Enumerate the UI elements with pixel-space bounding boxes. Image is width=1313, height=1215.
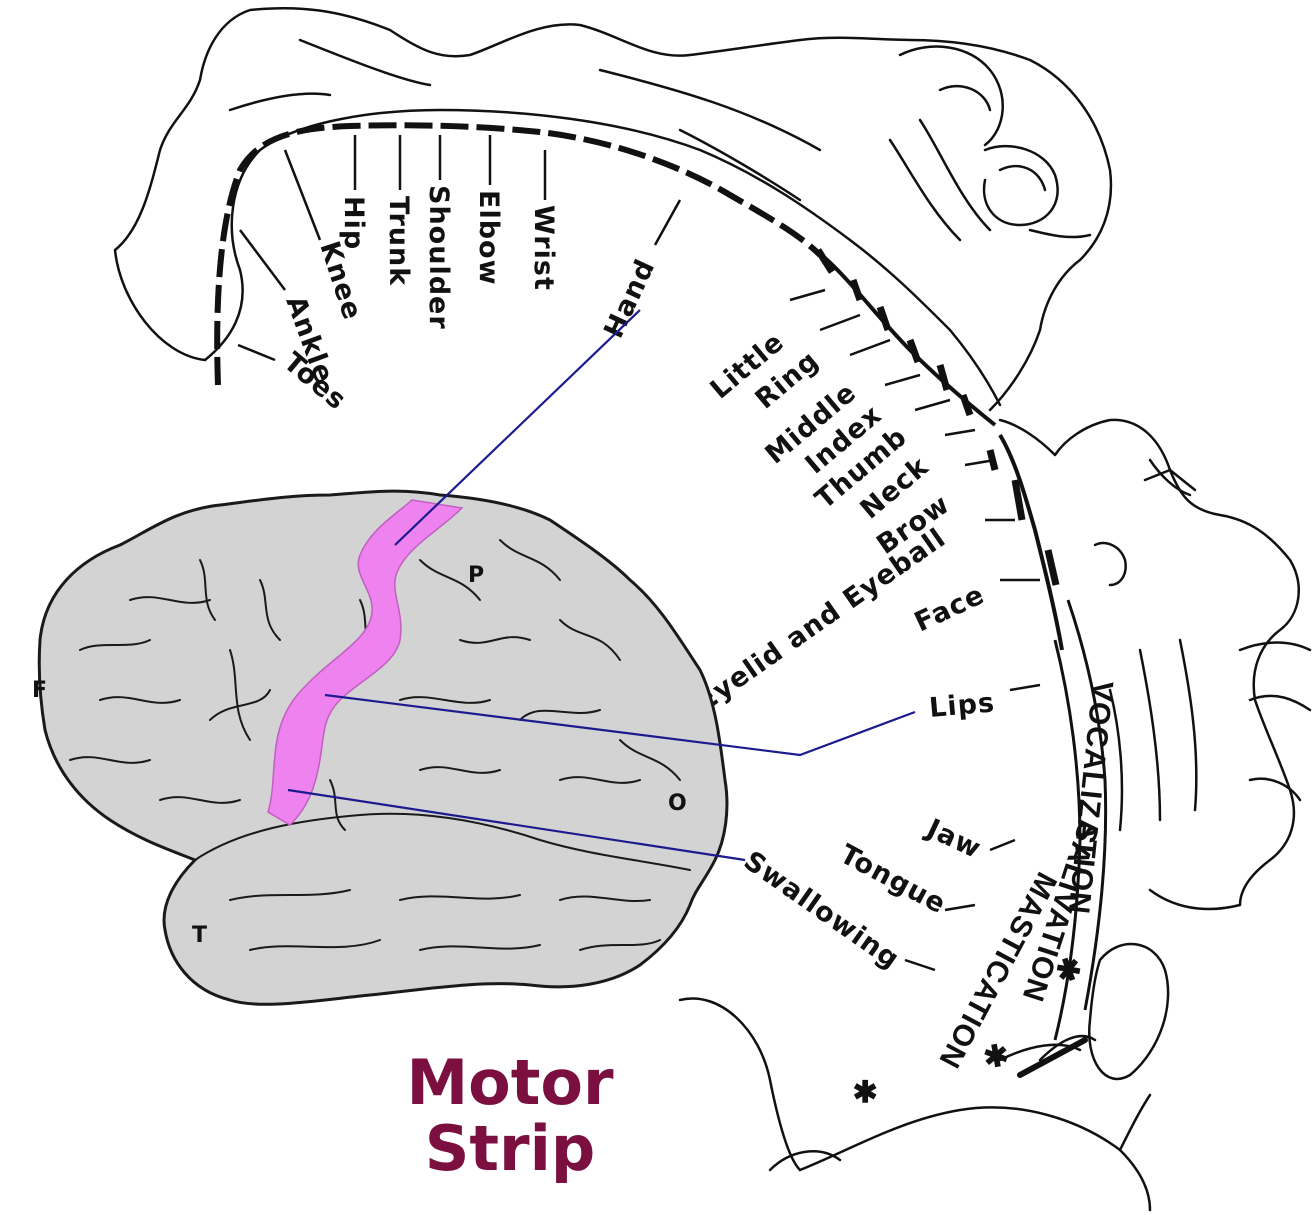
diagram-title: Motor Strip: [400, 1050, 620, 1182]
lobe-frontal: F: [32, 678, 47, 703]
label-lips: Lips: [928, 687, 996, 724]
label-face: Face: [910, 579, 990, 638]
label-tongue: Tongue: [835, 839, 952, 921]
title-line-2: Strip: [400, 1116, 620, 1182]
label-knee: Knee: [313, 238, 367, 324]
salivation-marker: ✱: [974, 1038, 1014, 1074]
lobe-temporal: T: [192, 923, 207, 948]
lobe-parietal: P: [468, 563, 484, 588]
label-elbow: Elbow: [473, 190, 504, 286]
label-wrist: Wrist: [528, 205, 559, 291]
label-hand: Hand: [598, 254, 661, 343]
label-jaw: Jaw: [920, 812, 986, 865]
homunculus-body-outline: [115, 8, 1111, 410]
mastication-marker: ✱: [843, 1072, 885, 1111]
label-eyelid-eyeball: Eyelid and Eyeball: [691, 522, 951, 717]
lobe-occipital: O: [668, 791, 687, 816]
label-trunk: Trunk: [383, 196, 414, 286]
label-shoulder: Shoulder: [423, 185, 454, 330]
label-hip: Hip: [338, 196, 369, 250]
homunculus-head-outline: [680, 420, 1310, 1210]
title-line-1: Motor: [400, 1050, 620, 1116]
